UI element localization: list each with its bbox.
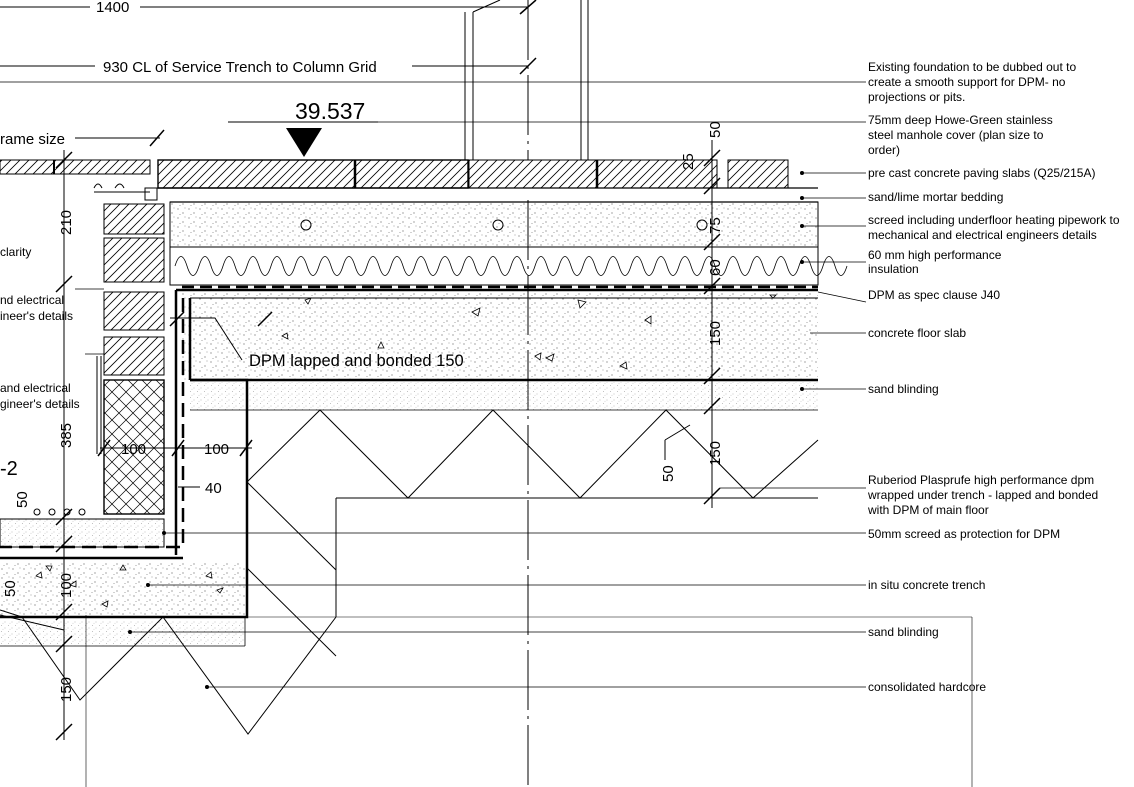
dpm-lapped-leader (170, 311, 273, 361)
leader-dots (128, 171, 804, 689)
dim-150-left: 150 (58, 677, 75, 702)
dim-150-right-slab: 150 (707, 321, 724, 346)
note-existing-foundation-3: projections or pits. (868, 90, 965, 104)
note-existing-foundation-2: create a smooth support for DPM- no (868, 75, 1066, 89)
dim-150-right-hardcore: 150 (707, 441, 724, 466)
note-insulation-2: insulation (868, 262, 919, 276)
vertical-dimension-texts: 210 385 50 100 50 150 50 25 75 60 150 15… (2, 121, 724, 702)
annotation-notes: Existing foundation to be dubbed out to … (867, 60, 1120, 694)
dim-50-left-top: 50 (14, 491, 31, 508)
level-marker (228, 121, 378, 157)
dim-60-right: 60 (707, 259, 724, 276)
note-sand-blinding-2: sand blinding (868, 625, 939, 639)
dpm-lapped-label: DPM lapped and bonded 150 (249, 352, 464, 370)
dim-100-trench-b: 100 (204, 441, 229, 458)
left-dimension-lines (0, 150, 73, 741)
dim-frame-size: rame size (0, 131, 65, 148)
note-insulation-1: 60 mm high performance (868, 248, 1002, 262)
annotation-leaders (0, 81, 867, 688)
dim-930-service-trench: 930 CL of Service Trench to Column Grid (103, 59, 377, 76)
note-ruberiod-1: Ruberiod Plasprufe high performance dpm (868, 473, 1094, 487)
dim-25-right: 25 (680, 153, 697, 170)
note-manhole-cover-3: order) (868, 143, 900, 157)
consolidated-hardcore (0, 409, 819, 735)
right-dimension-lines (664, 140, 721, 508)
dim-50-right: 50 (707, 121, 724, 138)
dim-40: 40 (205, 480, 222, 497)
dim-210: 210 (58, 210, 75, 235)
note-manhole-cover-2: steel manhole cover (plan size to (868, 128, 1044, 142)
dim-385: 385 (58, 423, 75, 448)
dim-100-left: 100 (58, 573, 75, 598)
trench-wall-blocks (96, 203, 165, 515)
left-note-engineer-2: gineer's details (0, 397, 80, 411)
note-insitu-trench: in situ concrete trench (868, 578, 985, 592)
note-concrete-slab: concrete floor slab (868, 326, 966, 340)
left-note-electrical-1: nd electrical (0, 293, 64, 307)
left-note-electrical-2: and electrical (0, 381, 71, 395)
in-situ-concrete-trench (0, 378, 249, 647)
level-value: 39.537 (295, 98, 365, 124)
note-sand-blinding-1: sand blinding (868, 382, 939, 396)
note-screed-1: screed including underfloor heating pipe… (868, 213, 1120, 227)
manhole-frame (93, 183, 150, 193)
left-note-engineer-1: ineer's details (0, 309, 73, 323)
note-paving-slabs: pre cast concrete paving slabs (Q25/215A… (868, 166, 1095, 180)
dim-50-left-bottom: 50 (2, 580, 19, 597)
screed-layer (169, 201, 819, 248)
note-hardcore: consolidated hardcore (868, 680, 986, 694)
cut-off-marker: -2 (0, 458, 18, 480)
note-ruberiod-2: wrapped under trench - lapped and bonded (867, 488, 1098, 502)
left-note-clarity: clarity (0, 245, 31, 259)
dim-50-right-lower: 50 (660, 465, 677, 482)
note-dpm-spec: DPM as spec clause J40 (868, 288, 1000, 302)
note-ruberiod-3: with DPM of main floor (867, 503, 989, 517)
top-dimension-lines (0, 0, 537, 147)
note-manhole-cover-1: 75mm deep Howe-Green stainless (868, 113, 1053, 127)
dim-100-trench-a: 100 (121, 441, 146, 458)
trench-width-dimensions (97, 311, 253, 488)
dim-75-right: 75 (707, 217, 724, 234)
note-mortar-bedding: sand/lime mortar bedding (868, 190, 1003, 204)
sand-blinding-slab (190, 382, 818, 410)
note-screed-protection: 50mm screed as protection for DPM (868, 527, 1060, 541)
dim-1400: 1400 (96, 0, 129, 16)
note-screed-2: mechanical and electrical engineers deta… (868, 228, 1097, 242)
insulation-layer (169, 246, 848, 286)
note-existing-foundation-1: Existing foundation to be dubbed out to (868, 60, 1076, 74)
